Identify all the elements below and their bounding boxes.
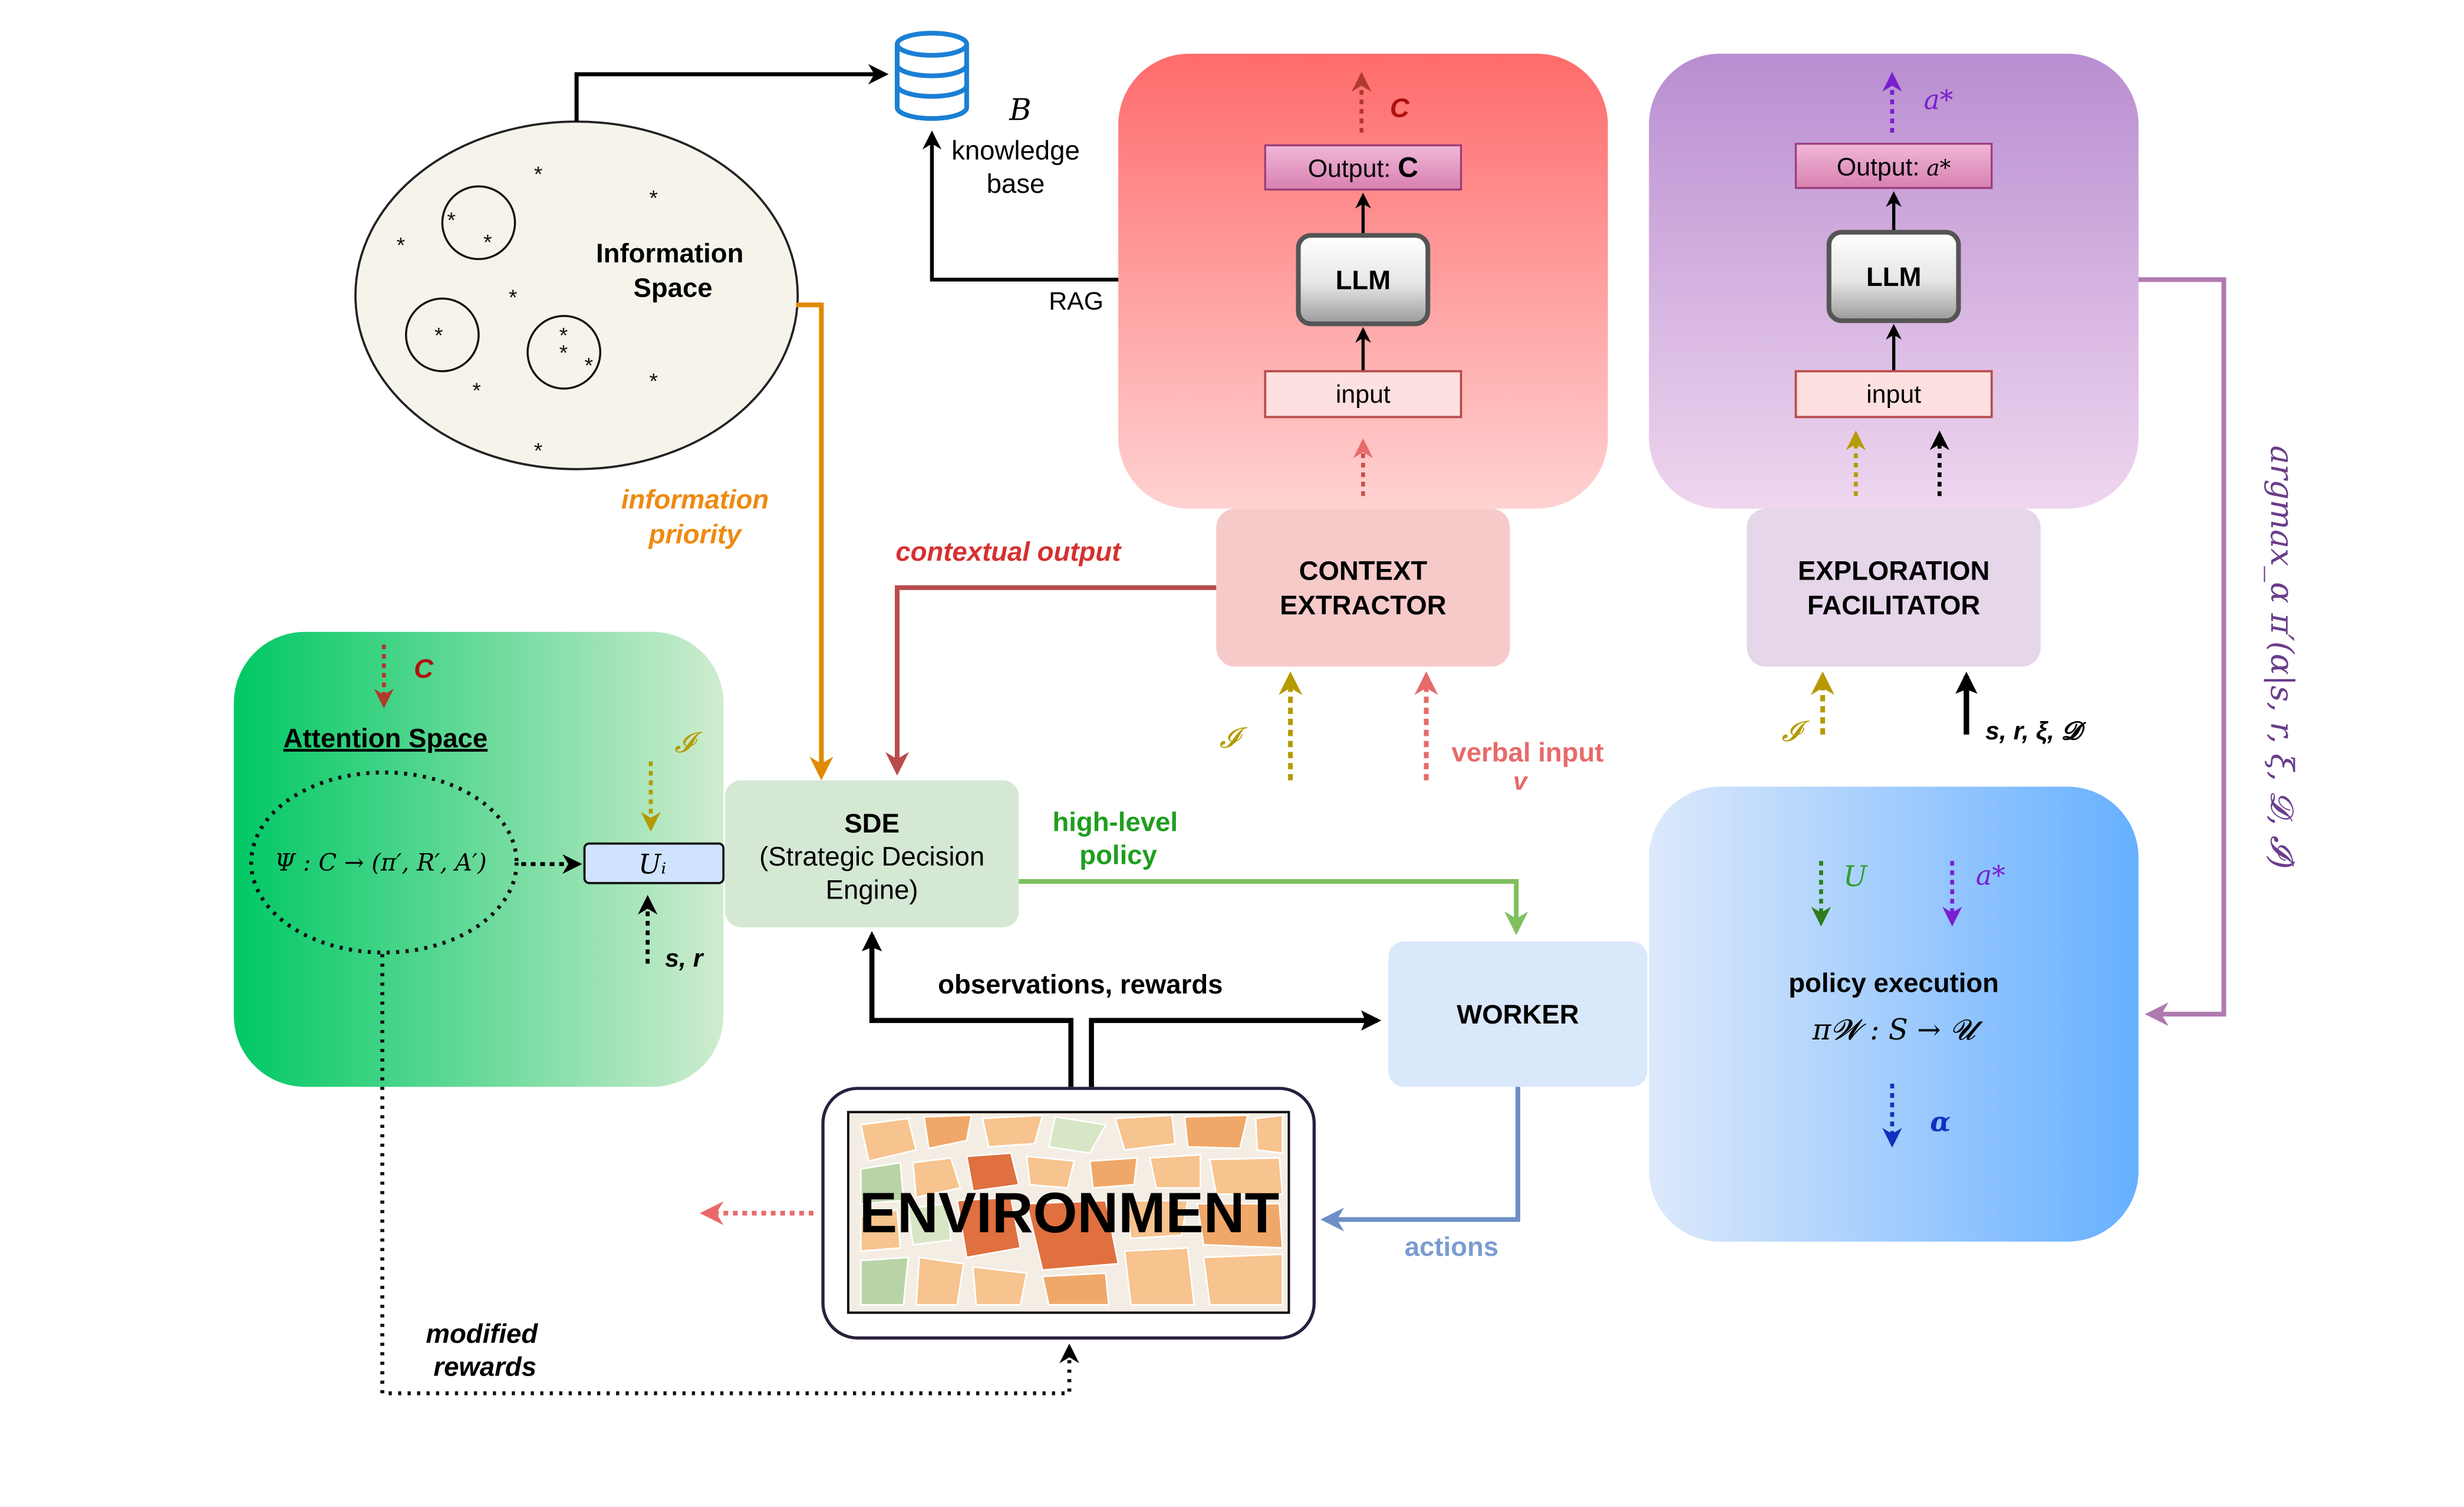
obs-rewards-arrow-right bbox=[1089, 1010, 1382, 1087]
explore-output-prefix: Output: bbox=[1837, 153, 1926, 181]
info-star: * bbox=[509, 285, 518, 310]
info-star: * bbox=[434, 323, 443, 347]
svg-text:Output: a*: Output: a* bbox=[1837, 153, 1951, 181]
psi-ellipse bbox=[249, 770, 519, 955]
context-llm-panel: C Output: C LLM input bbox=[1118, 54, 1608, 509]
contextual-output-label: contextual output bbox=[895, 537, 1122, 567]
context-output-box bbox=[1264, 144, 1462, 191]
environment-map-blocks bbox=[859, 1114, 1284, 1306]
ce-intent-label: 𝓘 bbox=[1220, 721, 1248, 754]
explore-output-symbol: a* bbox=[1926, 154, 1951, 180]
explore-llm-box bbox=[1826, 229, 1961, 323]
context-output-prefix: Output: bbox=[1308, 154, 1398, 183]
ui-label: Uᵢ bbox=[638, 849, 667, 880]
sde-label: SDE bbox=[844, 808, 900, 838]
modified-rewards-arrow bbox=[380, 954, 1079, 1396]
info-priority-arrow bbox=[796, 302, 834, 781]
context-llm-box bbox=[1296, 233, 1431, 327]
ce-verbal-symbol: v bbox=[1513, 768, 1529, 796]
ce-verbal-label: verbal input bbox=[1451, 737, 1603, 767]
exploration-llm-panel: a* Output: a* LLM input bbox=[1649, 54, 2139, 509]
worker-label: WORKER bbox=[1457, 999, 1579, 1029]
exploration-facilitator-label: EXPLORATION bbox=[1798, 555, 1989, 585]
sde-box bbox=[724, 780, 1019, 927]
kb-label: knowledge bbox=[951, 136, 1080, 166]
info-star: * bbox=[559, 323, 568, 347]
policy-alpha-label: α bbox=[1930, 1105, 1951, 1137]
info-star: * bbox=[534, 438, 543, 463]
info-space-title: Space bbox=[633, 273, 712, 303]
info-space-title: Information bbox=[596, 238, 743, 268]
argmax-label: argmax_α π′(α|s, r, ξ, 𝓓, 𝓘) bbox=[2264, 446, 2301, 870]
policy-astar-label: a* bbox=[1976, 860, 2005, 891]
policy-u-label: U bbox=[1843, 860, 1868, 893]
ef-state-label: s, r, ξ, 𝓓 bbox=[1985, 717, 2086, 745]
high-level-policy-label: policy bbox=[1079, 840, 1157, 870]
info-star: * bbox=[649, 368, 658, 393]
attention-top-symbol: C bbox=[414, 653, 434, 683]
info-star: * bbox=[649, 185, 658, 210]
database-icon bbox=[894, 31, 969, 121]
psi-formula: Ψ : C → (π′, R′, A′) bbox=[275, 849, 487, 876]
info-star: * bbox=[534, 162, 543, 186]
ef-intent-label: 𝓘 bbox=[1781, 715, 1810, 748]
context-extractor-box bbox=[1216, 508, 1510, 667]
explore-top-symbol: a* bbox=[1924, 84, 1954, 116]
svg-text:Output: C: Output: C bbox=[1308, 152, 1418, 183]
worker-box bbox=[1388, 941, 1648, 1087]
policy-execution-panel: U a* policy execution π𝓦 : S → 𝓤 α bbox=[1649, 787, 2139, 1242]
explore-output-box bbox=[1794, 143, 1993, 189]
high-level-policy-arrow bbox=[1019, 879, 1529, 936]
info-star: * bbox=[559, 340, 568, 365]
ui-box bbox=[583, 842, 725, 884]
rag-label: RAG bbox=[1049, 287, 1103, 315]
obs-rewards-arrow-left bbox=[861, 931, 1074, 1087]
info-priority-label: priority bbox=[648, 519, 743, 550]
explore-input-label: input bbox=[1866, 380, 1921, 409]
sde-label: Engine) bbox=[826, 874, 918, 904]
info-star: * bbox=[585, 353, 594, 377]
attention-space-panel: C Attention Space Ψ : C → (π′, R′, A′) 𝓘… bbox=[233, 631, 725, 1087]
info-star: * bbox=[397, 233, 406, 258]
context-extractor-label: CONTEXT bbox=[1299, 555, 1428, 585]
attention-sr: s, r bbox=[665, 945, 704, 973]
kb-symbol: B bbox=[1009, 93, 1031, 128]
obs-rewards-label: observations, rewards bbox=[938, 969, 1223, 999]
info-star: * bbox=[472, 378, 481, 403]
actions-label: actions bbox=[1405, 1232, 1498, 1262]
explore-input-box bbox=[1794, 370, 1993, 419]
argmax-arrow bbox=[2138, 277, 2226, 1026]
high-level-policy-label: high-level bbox=[1052, 807, 1178, 837]
context-extractor-label: EXTRACTOR bbox=[1280, 590, 1446, 620]
context-llm-label: LLM bbox=[1336, 265, 1391, 295]
environment-panel: ENVIRONMENT bbox=[821, 1087, 1316, 1340]
policy-exec-title: policy execution bbox=[1788, 968, 1999, 998]
exploration-facilitator-label: FACILITATOR bbox=[1807, 590, 1980, 620]
context-input-box bbox=[1264, 370, 1462, 419]
attention-title: Attention Space bbox=[284, 723, 488, 753]
context-output-symbol: C bbox=[1398, 152, 1418, 183]
info-priority-label: information bbox=[621, 485, 769, 515]
context-top-symbol: C bbox=[1390, 93, 1410, 123]
actions-arrow bbox=[1320, 1087, 1520, 1232]
info-to-kb-arrow bbox=[574, 64, 889, 122]
contextual-output-arrow bbox=[885, 585, 1217, 776]
sde-label: (Strategic Decision bbox=[759, 841, 984, 871]
exploration-facilitator-box bbox=[1747, 508, 2041, 667]
policy-exec-formula: π𝓦 : S → 𝓤 bbox=[1812, 1014, 1984, 1047]
environment-label: ENVIRONMENT bbox=[859, 1182, 1280, 1245]
kb-label: base bbox=[987, 169, 1045, 199]
context-input-label: input bbox=[1336, 380, 1391, 409]
information-space: * * * * * * * * * * * * * Information Sp… bbox=[354, 120, 799, 470]
modified-rewards-label: rewards bbox=[433, 1352, 536, 1382]
modified-rewards-label: modified bbox=[426, 1318, 538, 1348]
info-star: * bbox=[483, 229, 492, 254]
info-star: * bbox=[447, 208, 456, 232]
explore-llm-label: LLM bbox=[1866, 262, 1922, 292]
